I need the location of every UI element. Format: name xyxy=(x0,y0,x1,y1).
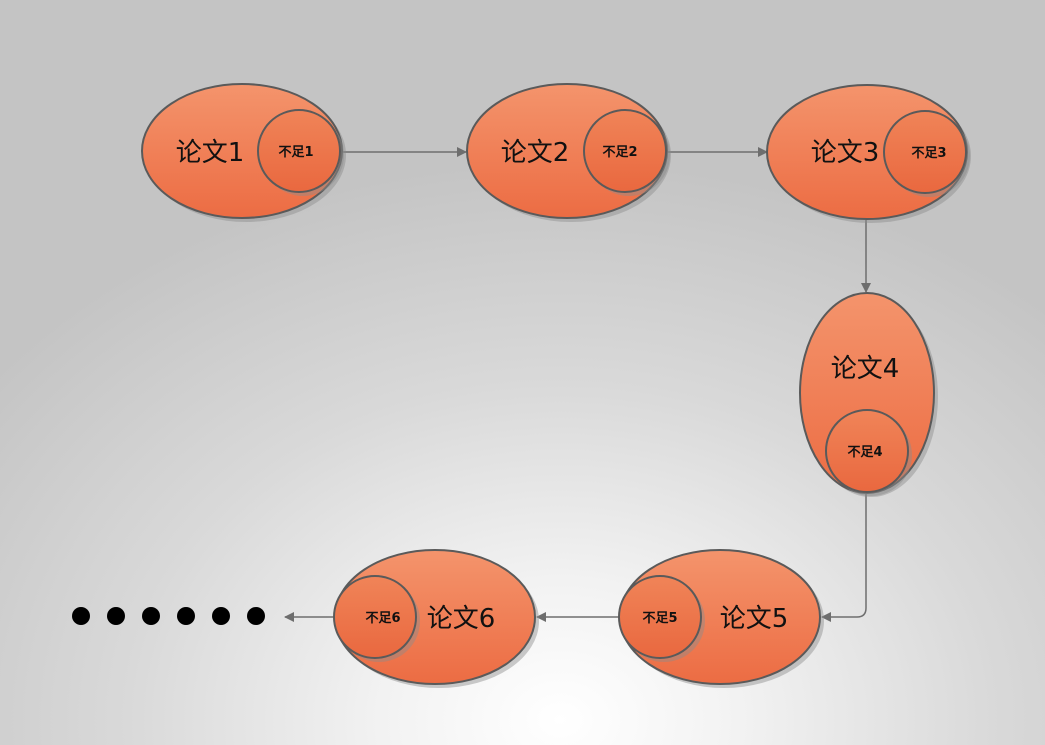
paper-4-label: 论文4 xyxy=(831,354,900,384)
shortcoming-1-label: 不足1 xyxy=(278,145,313,160)
paper-5-label: 论文5 xyxy=(720,604,789,634)
connector-4-5 xyxy=(821,494,867,622)
shortcoming-5-label: 不足5 xyxy=(642,611,677,626)
paper-2-label: 论文2 xyxy=(501,138,570,168)
shortcoming-3-circle xyxy=(883,110,967,194)
paper-1-label: 论文1 xyxy=(176,138,245,168)
shortcoming-2-label: 不足2 xyxy=(602,145,637,160)
continuation-ellipsis xyxy=(72,607,265,625)
node-paper-6: 论文6 不足6 xyxy=(333,549,539,688)
node-paper-1: 论文1 不足1 xyxy=(141,83,346,222)
paper-3-label: 论文3 xyxy=(811,138,880,168)
paper-6-label: 论文6 xyxy=(427,604,496,634)
shortcoming-4-circle xyxy=(825,409,909,493)
node-paper-2: 论文2 不足2 xyxy=(466,83,671,222)
ellipsis-dot xyxy=(247,607,265,625)
shortcoming-6-label: 不足6 xyxy=(365,611,400,626)
shortcoming-4-label: 不足4 xyxy=(847,445,882,460)
ellipsis-dot xyxy=(107,607,125,625)
shortcoming-3-label: 不足3 xyxy=(911,146,946,161)
ellipsis-dot xyxy=(142,607,160,625)
node-paper-5: 论文5 不足5 xyxy=(618,549,824,688)
connectors xyxy=(284,147,871,622)
shortcoming-6-circle xyxy=(333,575,417,659)
ellipsis-dot xyxy=(177,607,195,625)
node-paper-3: 论文3 不足3 xyxy=(766,84,971,223)
node-paper-4: 论文4 不足4 xyxy=(799,292,938,497)
ellipsis-dot xyxy=(72,607,90,625)
shortcoming-5-circle xyxy=(618,575,702,659)
ellipsis-dot xyxy=(212,607,230,625)
shortcoming-1-circle xyxy=(257,109,341,193)
shortcoming-2-circle xyxy=(583,109,667,193)
